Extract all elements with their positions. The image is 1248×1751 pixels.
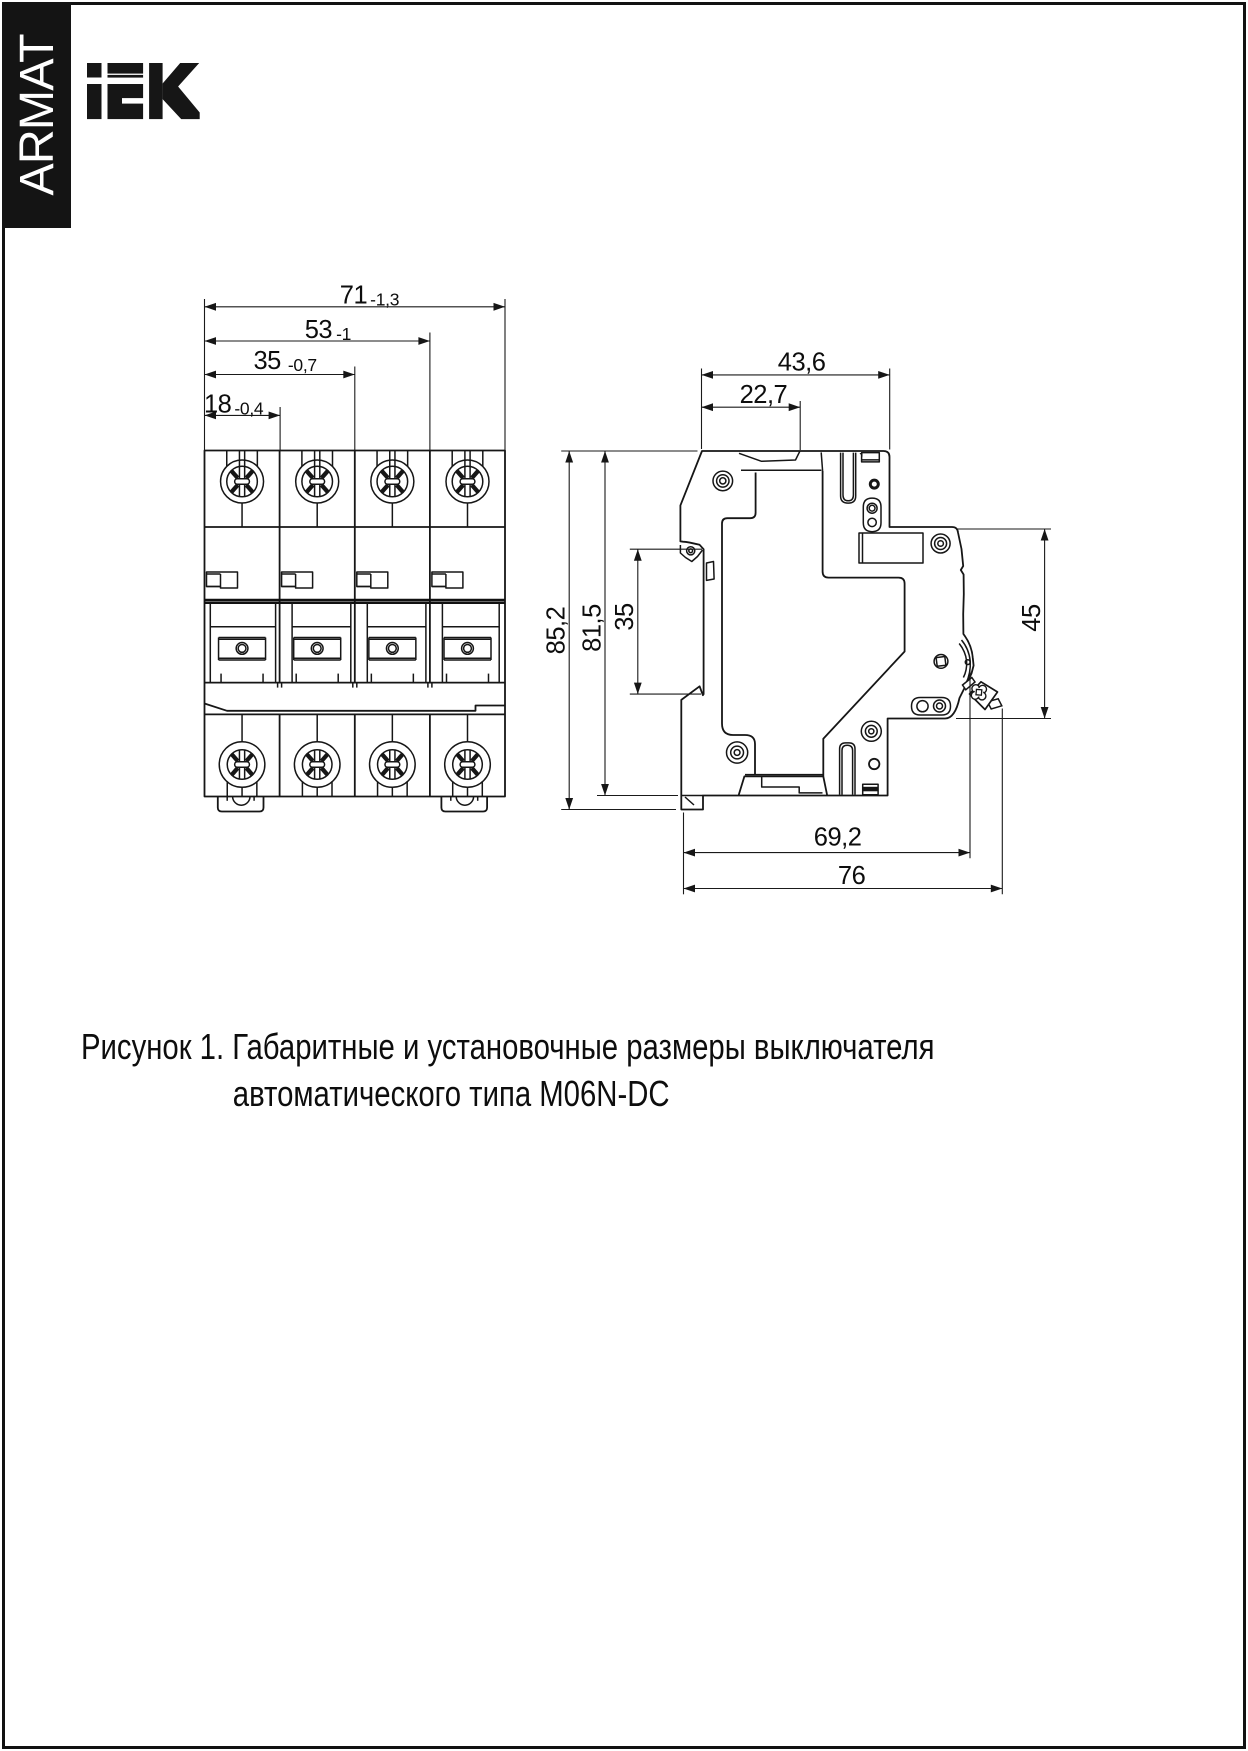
- side-view-rail-hooks: [679, 545, 715, 806]
- dim-width-35: 35-0,7: [204, 347, 355, 379]
- svg-text:69,2: 69,2: [814, 824, 862, 852]
- front-view-rail-bar: [204, 681, 505, 716]
- figure-caption-line2: автоматического типа M06N-DC: [232, 1073, 670, 1114]
- front-view: 71-1,3 53-1 35-0,7 18-0,4: [203, 281, 506, 813]
- iek-logo-glyphs: [87, 63, 200, 120]
- dim-depth-69-2: 69,2: [682, 669, 971, 895]
- front-view-dimensions: 71-1,3 53-1 35-0,7 18-0,4: [203, 281, 506, 450]
- svg-text:35-0,7: 35-0,7: [254, 347, 317, 375]
- svg-text:81,5: 81,5: [578, 604, 606, 652]
- front-view-midsection: [209, 602, 500, 684]
- side-view: 43,6 22,7 85,2: [542, 348, 1051, 895]
- svg-text:53-1: 53-1: [305, 316, 351, 344]
- front-view-outline: [203, 449, 506, 798]
- svg-text:85,2: 85,2: [542, 607, 570, 655]
- iek-logo: [87, 63, 200, 120]
- figure-caption-line1: Рисунок 1. Габаритные и установочные раз…: [81, 1026, 935, 1067]
- side-view-top-face: [738, 450, 882, 533]
- dim-depth-22-7: 22,7: [701, 381, 801, 450]
- flag-screw-head: [970, 683, 988, 701]
- side-view-terminal-flag: [961, 676, 1003, 711]
- front-view-din-clips: [216, 795, 489, 813]
- dim-depth-43-6: 43,6: [700, 348, 891, 450]
- side-view-dimensions: 43,6 22,7 85,2: [542, 348, 1051, 895]
- svg-text:35: 35: [611, 603, 639, 631]
- svg-text:45: 45: [1018, 604, 1046, 632]
- svg-text:18-0,4: 18-0,4: [204, 390, 264, 418]
- dim-width-71: 71-1,3: [204, 281, 505, 311]
- figure-caption: Рисунок 1. Габаритные и установочные раз…: [81, 1023, 934, 1117]
- dim-width-18: 18-0,4: [204, 390, 281, 420]
- dim-rail-35: 35: [611, 548, 702, 695]
- dim-depth-76: 76: [683, 708, 1003, 895]
- dim-width-53: 53-1: [204, 316, 430, 345]
- armat-banner: ARMAT: [2, 2, 71, 228]
- side-view-outline: [679, 450, 1051, 811]
- front-view-lock-tabs: [205, 571, 464, 589]
- dim-front-45: 45: [957, 528, 1051, 719]
- svg-text:76: 76: [838, 862, 866, 890]
- svg-text:22,7: 22,7: [740, 381, 788, 409]
- side-view-body-lines: [712, 470, 972, 796]
- dim-height-81-5: 81,5: [578, 451, 678, 797]
- svg-text:71-1,3: 71-1,3: [340, 281, 399, 309]
- dim-height-85-2: 85,2: [542, 450, 698, 811]
- svg-text:43,6: 43,6: [778, 348, 826, 376]
- technical-drawing: 71-1,3 53-1 35-0,7 18-0,4: [203, 281, 1051, 895]
